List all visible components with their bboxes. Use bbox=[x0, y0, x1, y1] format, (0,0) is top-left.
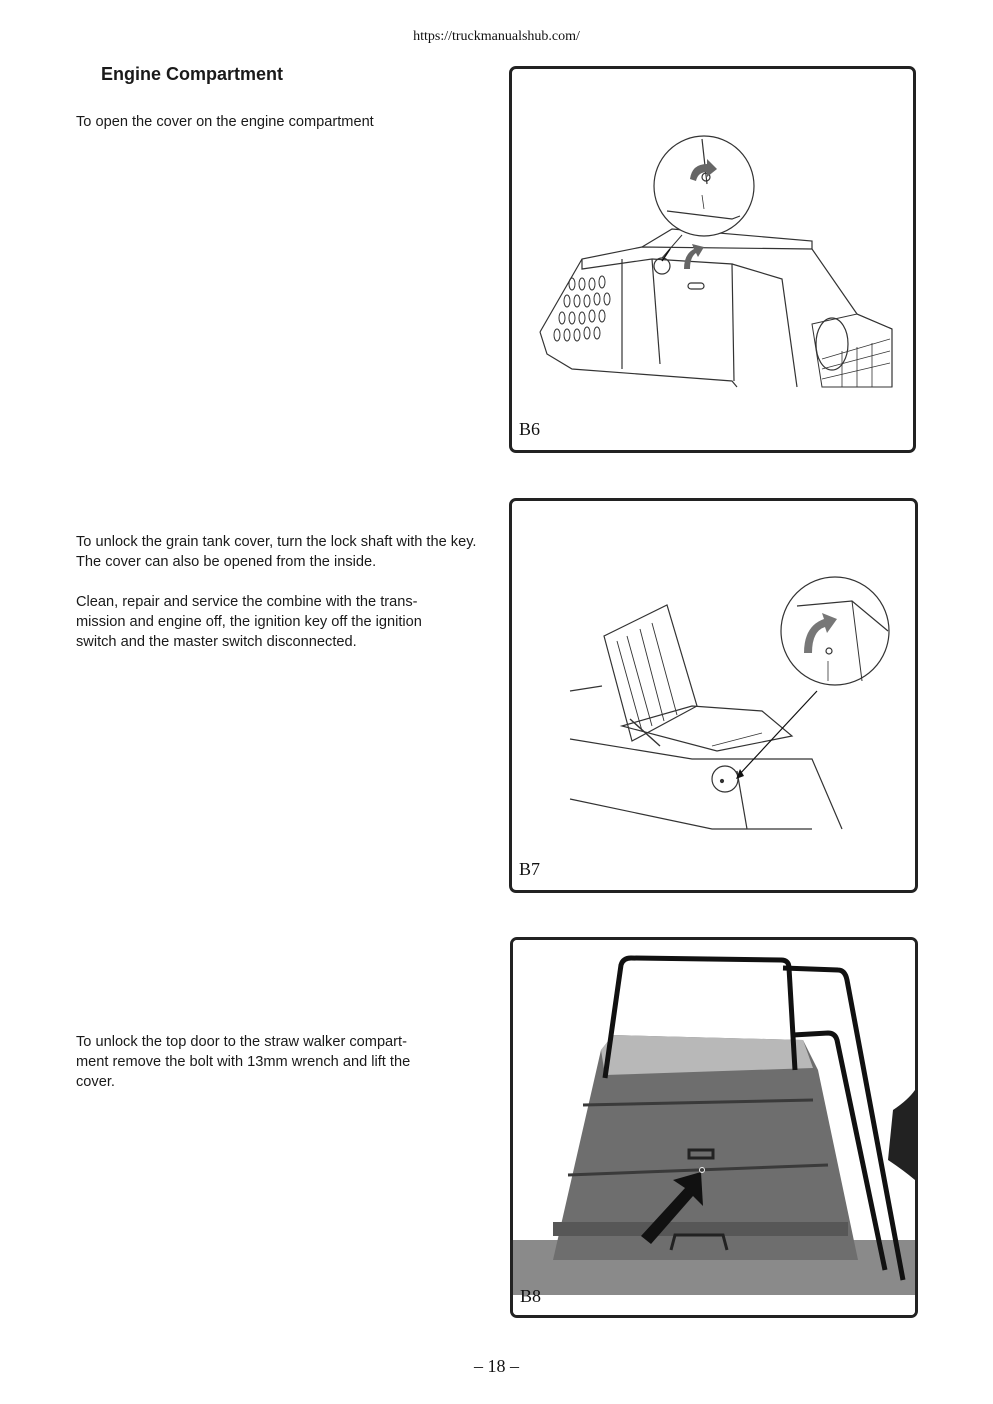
grain-tank-cover-illustration bbox=[569, 576, 890, 830]
safety-line-2: mission and engine off, the ignition key… bbox=[76, 614, 422, 630]
instruction-block-engine-cover: To open the cover on the engine compartm… bbox=[76, 112, 481, 132]
instruction-text: To unlock the grain tank cover, turn the… bbox=[76, 534, 477, 570]
instruction-text: To open the cover on the engine compartm… bbox=[76, 114, 374, 130]
instruction-block-straw-walker: To unlock the top door to the straw walk… bbox=[76, 1032, 481, 1092]
instruction-text: Clean, repair and service the combine wi… bbox=[76, 592, 481, 652]
safety-line-1: Clean, repair and service the combine wi… bbox=[76, 594, 418, 610]
straw-line-3: cover. bbox=[76, 1074, 115, 1090]
instruction-text: To unlock the top door to the straw walk… bbox=[76, 1032, 481, 1092]
safety-line-3: switch and the master switch disconnecte… bbox=[76, 634, 357, 650]
straw-line-2: ment remove the bolt with 13mm wrench an… bbox=[76, 1054, 411, 1070]
figure-b7: B7 bbox=[509, 498, 918, 893]
instruction-block-grain-tank: To unlock the grain tank cover, turn the… bbox=[76, 532, 481, 652]
engine-cover-illustration bbox=[539, 135, 893, 388]
header-url: https://truckmanualshub.com/ bbox=[413, 29, 580, 44]
straw-walker-door-photo bbox=[513, 940, 915, 1315]
page-number: – 18 – bbox=[474, 1356, 519, 1376]
figure-b8: B8 bbox=[510, 937, 918, 1318]
figure-b6: B6 bbox=[509, 66, 916, 453]
section-title: Engine Compartment bbox=[101, 64, 284, 84]
figure-label: B8 bbox=[520, 1286, 542, 1306]
straw-line-1: To unlock the top door to the straw walk… bbox=[76, 1034, 407, 1050]
figure-label: B6 bbox=[519, 419, 541, 439]
figure-label: B7 bbox=[519, 859, 541, 879]
